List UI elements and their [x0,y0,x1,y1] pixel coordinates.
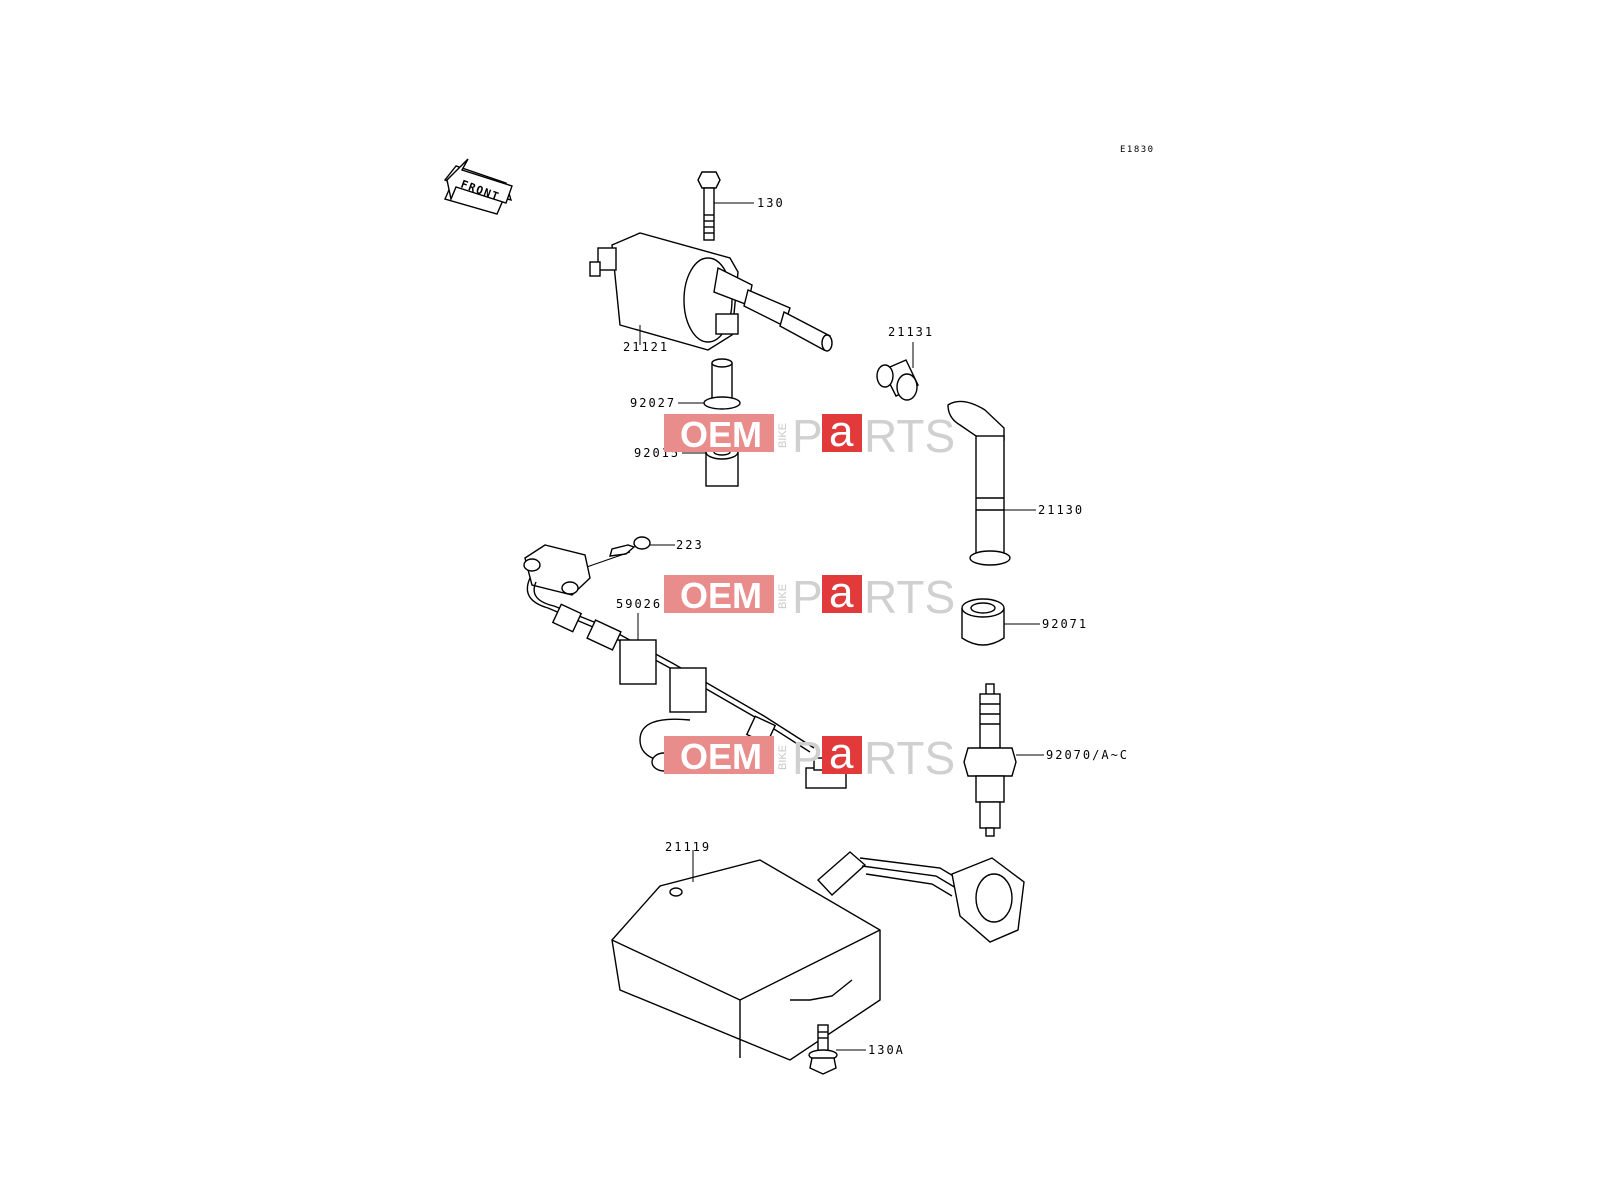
watermark-1: OEM BIKE P a RTS [664,407,955,462]
part-label-21130: 21130 [1038,503,1084,517]
part-label-130A: 130A [868,1043,905,1057]
svg-text:BIKE: BIKE [777,745,789,770]
part-label-21119: 21119 [665,840,711,854]
svg-text:RTS: RTS [864,732,955,784]
svg-text:BIKE: BIKE [777,423,789,448]
watermark-3: OEM BIKE P a RTS [664,729,955,784]
seal-92071 [961,598,1040,646]
bolt-130 [697,171,754,241]
cap-21131 [876,342,919,401]
part-label-59026: 59026 [616,597,662,611]
part-label-223: 223 [676,538,704,552]
collar-92027 [678,358,741,410]
svg-text:RTS: RTS [864,410,955,462]
part-label-92070: 92070/A~C [1046,748,1129,762]
svg-text:P: P [792,732,823,784]
svg-text:P: P [792,410,823,462]
diagram-code: E1830 [1120,145,1155,155]
part-label-21121: 21121 [623,340,669,354]
svg-text:OEM: OEM [680,575,762,616]
igniter-21119 [611,850,1025,1061]
part-label-92071: 92071 [1042,617,1088,631]
svg-text:RTS: RTS [864,571,955,623]
part-label-92027: 92027 [630,396,676,410]
svg-text:OEM: OEM [680,414,762,455]
part-label-130: 130 [757,196,785,210]
svg-text:a: a [829,568,854,617]
svg-text:OEM: OEM [680,736,762,777]
svg-text:P: P [792,571,823,623]
svg-text:a: a [829,729,854,778]
ignition-coil-21121 [589,232,833,352]
bolt-130A [808,1024,866,1075]
part-label-21131: 21131 [888,325,934,339]
front-arrow-icon: FRONT [443,158,513,215]
spark-plug-92070 [963,683,1044,837]
screw-223 [577,536,675,571]
plug-cap-21130 [947,400,1036,566]
svg-text:a: a [829,407,854,456]
watermark-2: OEM BIKE P a RTS [664,568,955,623]
svg-text:BIKE: BIKE [777,584,789,609]
